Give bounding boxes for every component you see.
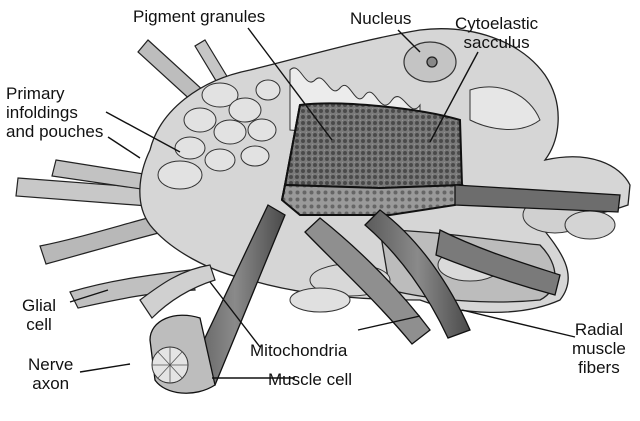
label-radial-line1: Radial	[572, 320, 626, 339]
label-cytoelastic-line1: Cytoelastic	[455, 14, 538, 33]
label-primary-line3: and pouches	[6, 122, 103, 141]
label-nucleus: Nucleus	[350, 9, 411, 28]
label-nerve-axon: Nerve axon	[28, 355, 73, 393]
label-cytoelastic-line2: sacculus	[455, 33, 538, 52]
label-cytoelastic-sacculus: Cytoelastic sacculus	[455, 14, 538, 52]
label-glial-line2: cell	[22, 315, 56, 334]
label-nerve-line2: axon	[28, 374, 73, 393]
label-glial-cell: Glial cell	[22, 296, 56, 334]
label-primary-line2: infoldings	[6, 103, 103, 122]
label-radial-line2: muscle	[572, 339, 626, 358]
pigment-granules-block	[282, 103, 462, 215]
label-radial-line3: fibers	[572, 358, 626, 377]
label-radial-muscle-fibers: Radial muscle fibers	[572, 320, 626, 377]
label-primary-infoldings: Primary infoldings and pouches	[6, 84, 103, 141]
label-muscle-cell: Muscle cell	[268, 370, 352, 389]
label-nerve-line1: Nerve	[28, 355, 73, 374]
label-mitochondria: Mitochondria	[250, 341, 347, 360]
label-glial-line1: Glial	[22, 296, 56, 315]
label-pigment-granules: Pigment granules	[133, 7, 265, 26]
label-primary-line1: Primary	[6, 84, 103, 103]
